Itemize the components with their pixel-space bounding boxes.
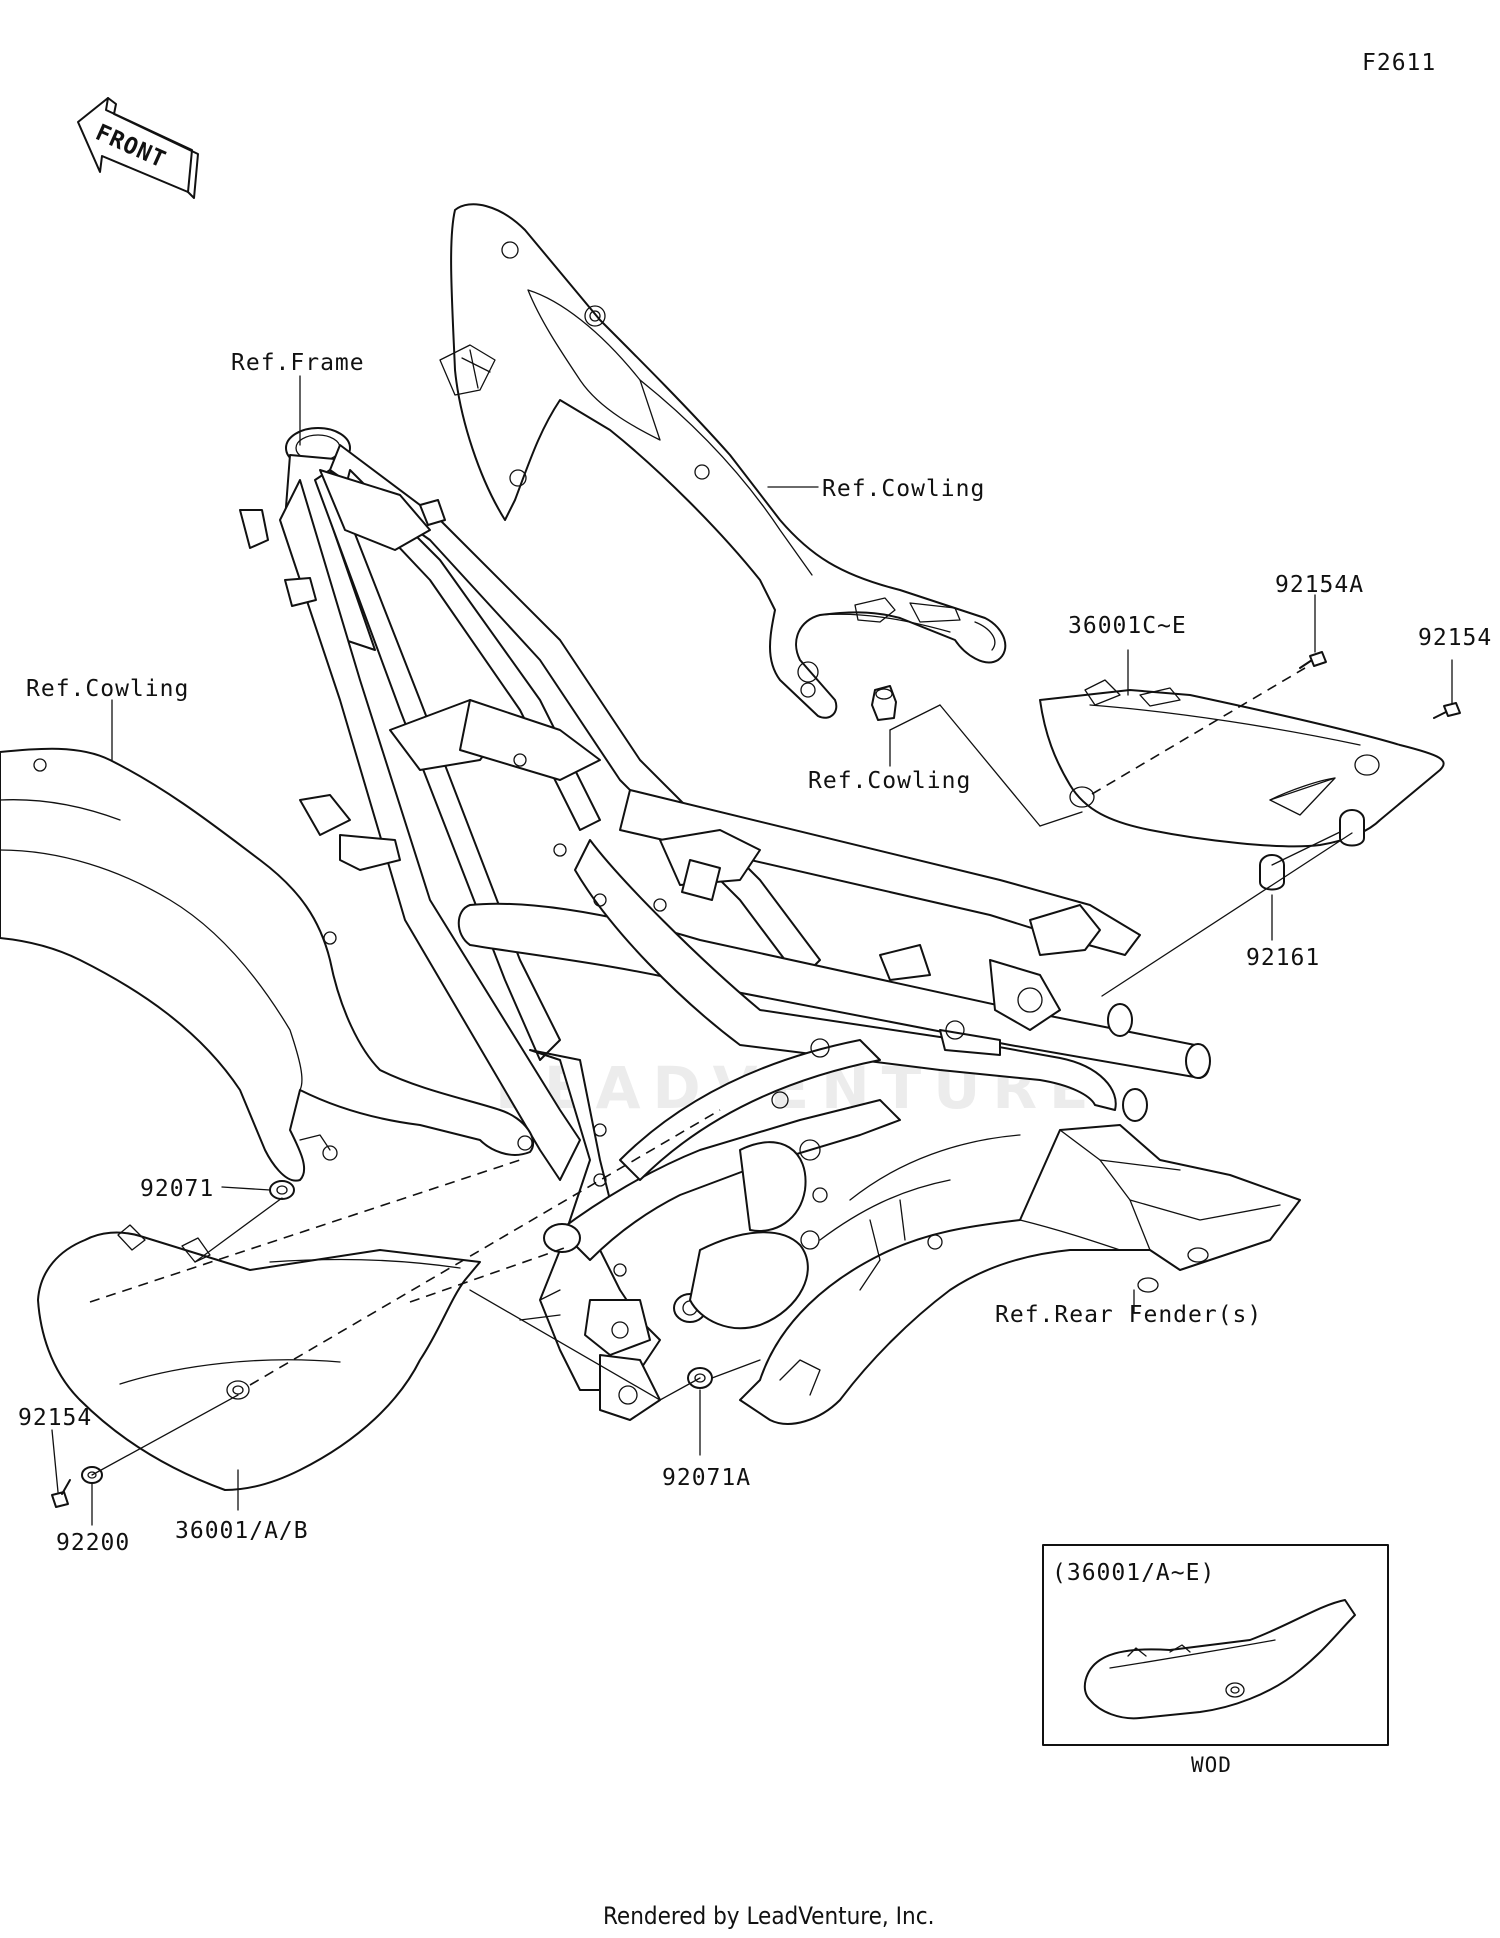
upper-cowling-drawing (439, 203, 1007, 719)
part-92071: 92071 (140, 1176, 214, 1202)
part-92154-left: 92154 (18, 1405, 92, 1431)
part-92200: 92200 (56, 1530, 130, 1556)
damper-cowling-icon (871, 685, 897, 721)
part-36001c-e: 36001C~E (1068, 613, 1187, 639)
inset-variant-box: (36001/A~E) WOD (1042, 1544, 1389, 1777)
part-92154-right: 92154 (1418, 625, 1492, 651)
left-side-cover-drawing (37, 1224, 481, 1491)
left-cowling-drawing (0, 747, 535, 1182)
bolt-92154-right-icon (1433, 702, 1461, 719)
callout-ref-cowling-left: Ref.Cowling (26, 676, 189, 702)
callout-ref-cowling-top: Ref.Cowling (822, 476, 985, 502)
bolt-92154-left-icon (51, 1479, 71, 1508)
footer-credit: Rendered by LeadVenture, Inc. (603, 1902, 934, 1930)
leader-lines (51, 375, 1453, 1526)
collar-92071-icon (269, 1180, 295, 1200)
damper-92161-icon (1259, 809, 1365, 891)
callout-ref-rear-fender: Ref.Rear Fender(s) (995, 1302, 1262, 1328)
part-92161: 92161 (1246, 945, 1320, 971)
part-92154a: 92154A (1275, 572, 1364, 598)
rear-fender-drawing (739, 1124, 1301, 1425)
right-side-cover-drawing (1039, 679, 1445, 848)
callout-ref-frame: Ref.Frame (231, 350, 365, 376)
callout-ref-cowling-mid: Ref.Cowling (808, 768, 971, 794)
inset-caption: WOD (1191, 1753, 1232, 1777)
front-arrow-icon: FRONT (77, 97, 199, 199)
bolt-92154a-icon (1299, 651, 1327, 669)
figure-id: F2611 (1362, 50, 1436, 76)
part-92071a: 92071A (662, 1465, 751, 1491)
frame-drawing (239, 427, 1211, 1421)
inset-title: (36001/A~E) (1052, 1560, 1215, 1586)
part-36001-ab: 36001/A/B (175, 1518, 309, 1544)
